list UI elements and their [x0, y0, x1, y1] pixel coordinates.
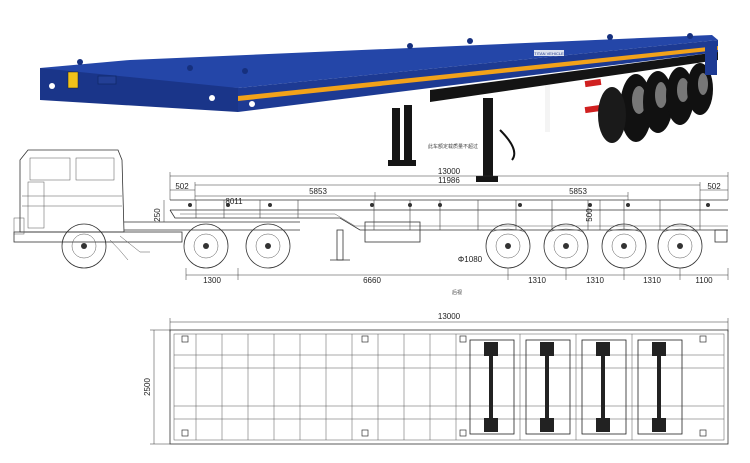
brand-plate-text: TITAN VEHICLE [534, 51, 564, 56]
dim-beam-rear: 5853 [569, 187, 587, 196]
dim-deck-length: 11986 [438, 176, 460, 185]
brand-plate [534, 50, 564, 56]
side-dimension-lines [163, 172, 729, 280]
trailer-photo: TITAN VEHICLE [40, 33, 718, 182]
top-cross-members [195, 334, 633, 440]
dim-axle-spacing-3: 1310 [643, 276, 661, 285]
dim-tractor-spacing: 1300 [203, 276, 221, 285]
dim-beam-height: 500 [585, 208, 594, 222]
top-view-drawing: 13000 2500 [143, 312, 729, 445]
trailer-wheels [485, 223, 703, 269]
chassis-note: 此车额定载质量不超过 [428, 143, 478, 150]
tractor-wheels [61, 223, 291, 269]
top-dim-overall-length: 13000 [438, 312, 461, 321]
deck-side [238, 40, 718, 112]
dim-overall-length: 13000 [438, 167, 461, 176]
wheels-photo [598, 63, 713, 143]
side-view-drawing: 13000 11986 502 502 5853 5853 8011 250 5… [13, 149, 729, 296]
tractor-cab [13, 149, 183, 261]
side-stripe [238, 46, 718, 101]
dim-deck-height: 250 [153, 208, 162, 222]
rear-view-note: 后视 [452, 289, 462, 296]
dim-beam-front: 5853 [309, 187, 327, 196]
top-dim-overall-width: 2500 [143, 378, 152, 396]
dim-rear-overhang: 502 [707, 182, 721, 191]
deck-front [40, 68, 238, 112]
dim-rear-clearance: 1100 [695, 276, 713, 285]
top-axle-groups [469, 339, 683, 435]
dim-front-overhang: 502 [175, 182, 189, 191]
top-axle-hubs [484, 342, 666, 432]
dim-axle-spacing-1: 1310 [528, 276, 546, 285]
deck-top [40, 35, 718, 88]
dim-front-offset: 8011 [225, 197, 243, 206]
dim-axle-spacing-2: 1310 [586, 276, 604, 285]
dim-wheel-diameter: Φ1080 [458, 255, 483, 264]
dim-kingpin-to-axle: 6660 [363, 276, 381, 285]
